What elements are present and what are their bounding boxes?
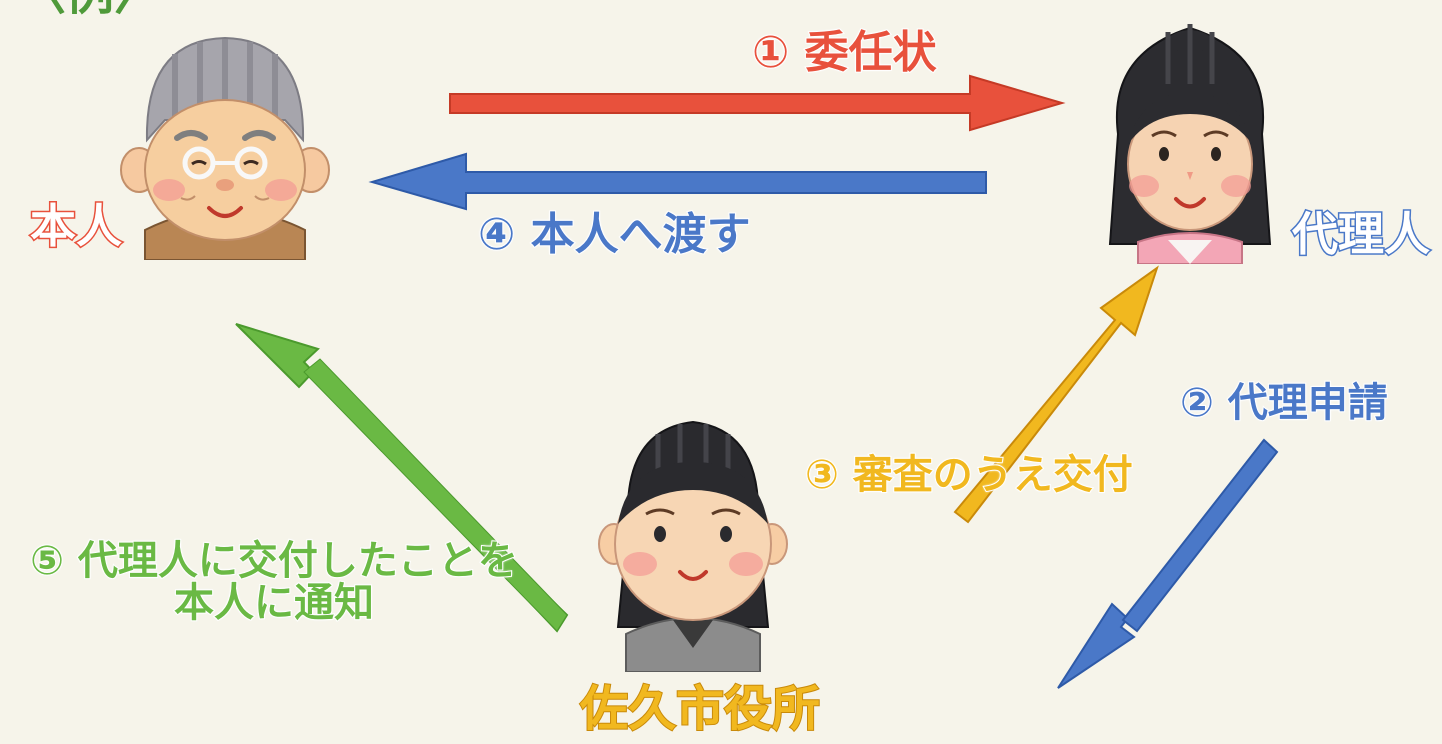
step1-label: ① 委任状 xyxy=(751,27,938,78)
red-arrow xyxy=(449,74,1066,132)
step2-label: ② 代理申請 xyxy=(1179,380,1389,426)
principal-label: 本人 xyxy=(29,199,124,253)
elderly-man-illustration xyxy=(120,36,330,260)
office-clerk-woman-illustration xyxy=(598,420,788,672)
agent-label: 代理人 xyxy=(1291,207,1432,261)
step5-line1: ⑤ 代理人に交付したことを xyxy=(29,538,519,584)
green-arrow xyxy=(235,323,569,633)
step5-line2: 本人に通知 xyxy=(173,580,375,626)
office-label: 佐久市役所 xyxy=(579,681,821,737)
yellow-arrow xyxy=(953,265,1159,524)
step5-label: ⑤ 代理人に交付したことを 本人に通知 xyxy=(14,538,534,626)
blue-arrow-return xyxy=(368,152,987,211)
elderly-woman-illustration xyxy=(1108,24,1272,264)
step3-label: ③ 審査のうえ交付 xyxy=(804,452,1134,498)
blue-arrow-apply xyxy=(1057,438,1279,689)
step4-label: ④ 本人へ渡す xyxy=(477,209,752,260)
diagram-heading: 〈例〉 xyxy=(18,0,162,18)
